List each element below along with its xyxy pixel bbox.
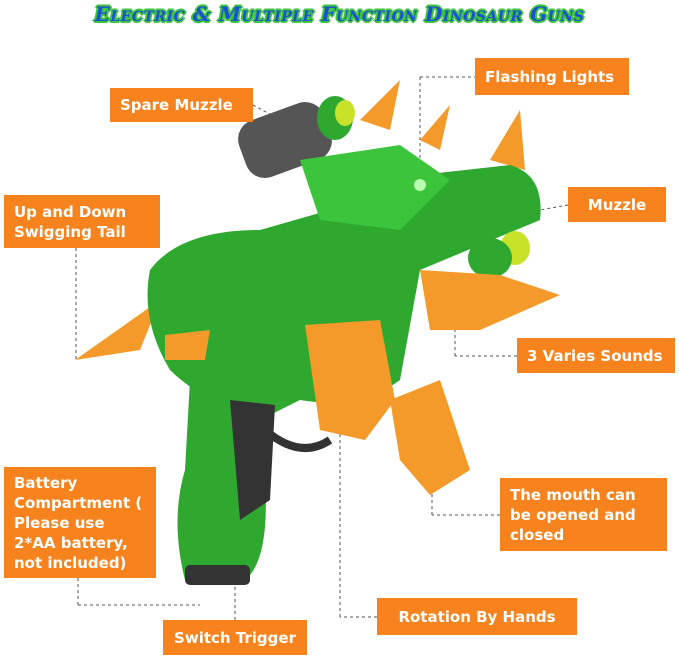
label-flashing-lights: Flashing Lights: [475, 58, 629, 95]
page-title: Electric & Multiple Function Dinosaur Gu…: [94, 2, 585, 26]
label-battery: Battery Compartment ( Please use 2*AA ba…: [4, 467, 156, 578]
label-rotation: Rotation By Hands: [377, 598, 577, 635]
label-spare-muzzle: Spare Muzzle: [110, 88, 253, 122]
label-sounds: 3 Varies Sounds: [517, 338, 675, 373]
label-trigger: Switch Trigger: [163, 620, 307, 655]
label-tail: Up and Down Swigging Tail: [4, 195, 160, 248]
label-mouth: The mouth can be opened and closed: [500, 478, 667, 551]
label-muzzle: Muzzle: [568, 187, 666, 222]
